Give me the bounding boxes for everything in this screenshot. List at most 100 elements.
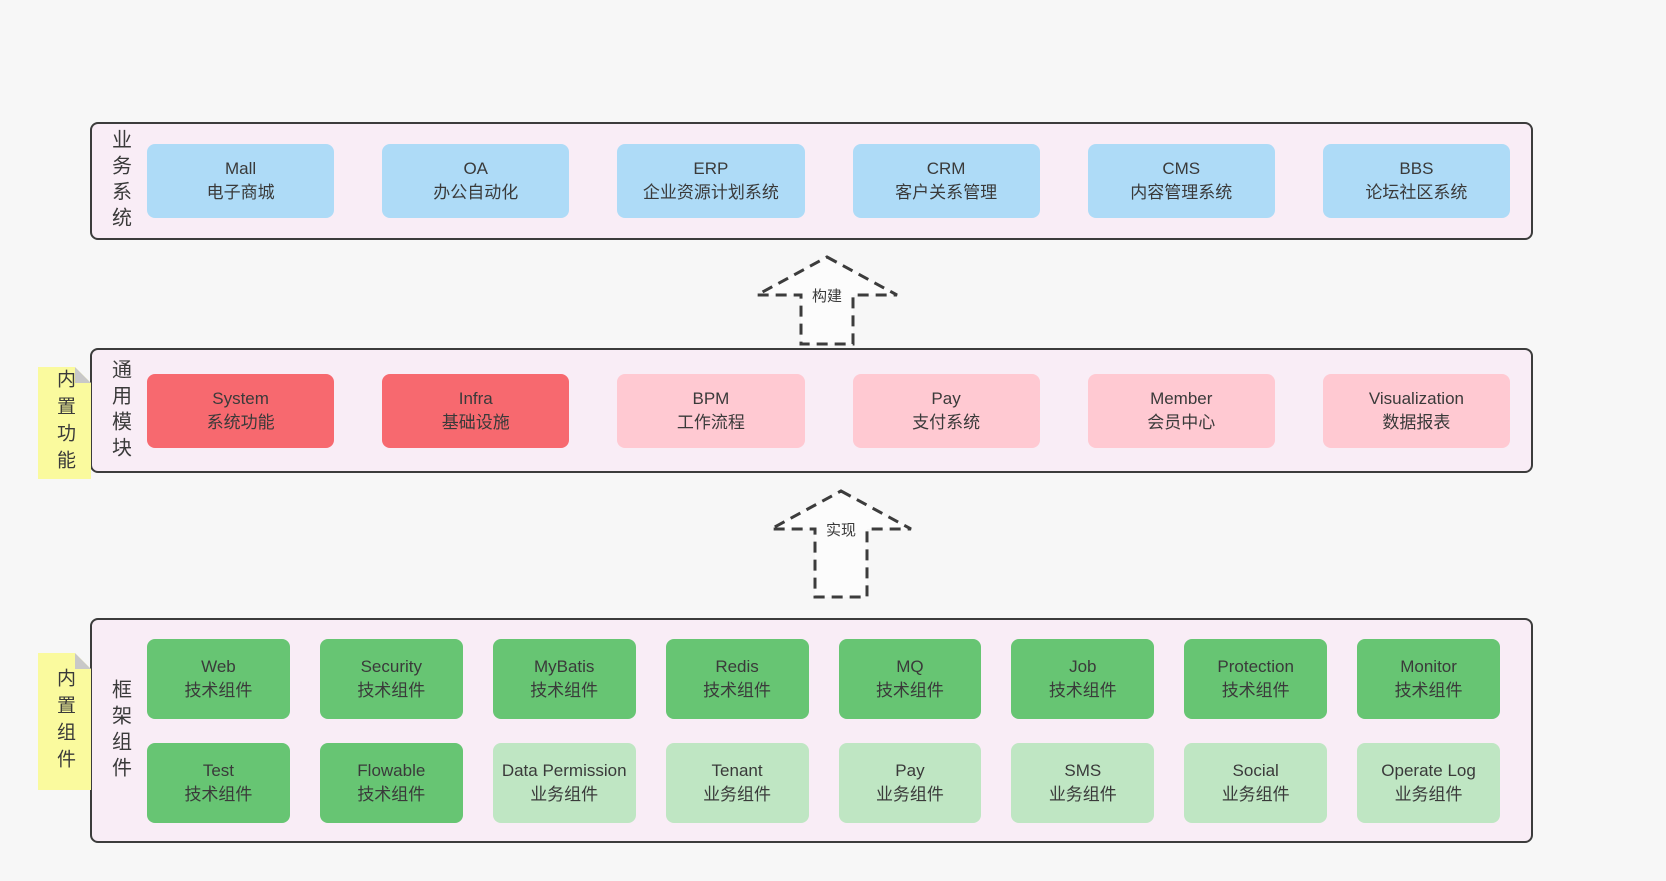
section-label-business-systems: 业务系统 — [108, 129, 131, 233]
box-oa: OA 办公自动化 — [382, 144, 570, 218]
box-flowable: Flowable 技术组件 — [319, 742, 463, 823]
box-operate-log: Operate Log 业务组件 — [1357, 742, 1500, 823]
box-subtitle: 支付系统 — [912, 412, 981, 432]
box-title: OA — [463, 159, 489, 178]
business-systems-label-wrap: 业务系统 — [92, 124, 147, 238]
implement-arrow-label: 实现 — [822, 521, 860, 541]
box-title: Job — [1069, 656, 1097, 676]
box-security: Security 技术组件 — [319, 638, 463, 719]
box-subtitle: 技术组件 — [184, 680, 253, 700]
framework-components-section: 框架组件 Web 技术组件 Security 技术组件 MyBatis 技术组件… — [90, 618, 1533, 843]
build-arrow: 构建 — [754, 254, 900, 347]
box-subtitle: 技术组件 — [1221, 680, 1290, 700]
box-subtitle: 技术组件 — [184, 784, 253, 804]
box-subtitle: 技术组件 — [357, 784, 426, 804]
box-crm: CRM 客户关系管理 — [852, 144, 1040, 218]
box-title: Test — [202, 760, 235, 780]
box-title: SMS — [1064, 760, 1102, 780]
box-title: Monitor — [1400, 656, 1457, 676]
box-title: BPM — [692, 388, 730, 408]
box-title: Redis — [715, 656, 759, 676]
box-erp: ERP 企业资源计划系统 — [617, 144, 805, 218]
box-tenant: Tenant 业务组件 — [665, 742, 809, 823]
box-subtitle: 数据报表 — [1382, 412, 1451, 432]
box-subtitle: 电子商城 — [206, 183, 275, 202]
common-modules-label-wrap: 通用模块 — [92, 350, 147, 471]
box-job: Job 技术组件 — [1011, 638, 1155, 719]
box-title: Data Permission — [501, 760, 627, 780]
common-modules-box-row: System 系统功能 Infra 基础设施 BPM 工作流程 Pay 支付系统… — [147, 373, 1531, 448]
box-monitor: Monitor 技术组件 — [1357, 638, 1500, 719]
box-title: BBS — [1399, 159, 1434, 178]
box-protection: Protection 技术组件 — [1184, 638, 1328, 719]
box-title: Flowable — [357, 760, 426, 780]
section-label-framework-components: 框架组件 — [108, 678, 131, 783]
box-mybatis: MyBatis 技术组件 — [492, 638, 636, 719]
box-title: Social — [1232, 760, 1279, 780]
box-subtitle: 技术组件 — [703, 680, 772, 700]
box-title: CMS — [1162, 159, 1201, 178]
box-infra: Infra 基础设施 — [382, 373, 570, 448]
box-subtitle: 会员中心 — [1147, 412, 1216, 432]
box-member: Member 会员中心 — [1087, 373, 1275, 448]
box-subtitle: 技术组件 — [1048, 680, 1117, 700]
business-systems-section: 业务系统 Mall 电子商城 OA 办公自动化 ERP 企业资源计划系统 CRM… — [90, 122, 1533, 240]
box-subtitle: 企业资源计划系统 — [642, 183, 779, 202]
box-mall: Mall 电子商城 — [147, 144, 335, 218]
implement-arrow-svg — [770, 489, 912, 599]
box-subtitle: 技术组件 — [357, 680, 426, 700]
box-title: CRM — [926, 159, 966, 178]
box-subtitle: 技术组件 — [875, 680, 944, 700]
box-subtitle: 技术组件 — [1394, 680, 1463, 700]
box-subtitle: 基础设施 — [441, 412, 510, 432]
box-redis: Redis 技术组件 — [665, 638, 809, 719]
box-subtitle: 客户关系管理 — [895, 183, 998, 202]
box-subtitle: 系统功能 — [206, 412, 275, 432]
framework-components-label-wrap: 框架组件 — [92, 620, 147, 841]
box-subtitle: 业务组件 — [530, 784, 599, 804]
note-built-in-components: 内置组件 — [38, 653, 91, 790]
note-fold-icon — [75, 653, 91, 669]
box-subtitle: 论坛社区系统 — [1365, 183, 1468, 202]
box-subtitle: 内容管理系统 — [1130, 183, 1233, 202]
section-label-common-modules: 通用模块 — [108, 358, 131, 463]
box-title: MQ — [896, 656, 924, 676]
box-test: Test 技术组件 — [147, 742, 290, 823]
box-title: Tenant — [711, 760, 763, 780]
note-fold-icon — [75, 367, 91, 383]
common-modules-section: 通用模块 System 系统功能 Infra 基础设施 BPM 工作流程 Pay… — [90, 348, 1533, 473]
box-title: Pay — [931, 388, 961, 408]
box-subtitle: 业务组件 — [1394, 784, 1463, 804]
note-built-in-features-label: 内置功能 — [54, 369, 75, 477]
box-sms: SMS 业务组件 — [1011, 742, 1155, 823]
implement-arrow: 实现 — [768, 488, 914, 600]
box-bpm: BPM 工作流程 — [617, 373, 805, 448]
box-title: Visualization — [1368, 388, 1464, 408]
box-title: Infra — [458, 388, 493, 408]
box-web: Web 技术组件 — [147, 638, 290, 719]
box-subtitle: 业务组件 — [1048, 784, 1117, 804]
box-social: Social 业务组件 — [1184, 742, 1328, 823]
box-cms: CMS 内容管理系统 — [1087, 144, 1275, 218]
arrow-up-shape — [770, 489, 912, 599]
box-subtitle: 业务组件 — [703, 784, 772, 804]
box-subtitle: 办公自动化 — [433, 183, 519, 202]
framework-components-box-grid: Web 技术组件 Security 技术组件 MyBatis 技术组件 Redi… — [147, 638, 1531, 823]
box-title: Operate Log — [1381, 760, 1476, 780]
box-title: MyBatis — [533, 656, 595, 676]
build-arrow-label: 构建 — [808, 287, 846, 307]
box-data-permission: Data Permission 业务组件 — [492, 742, 636, 823]
box-subtitle: 业务组件 — [875, 784, 944, 804]
box-subtitle: 技术组件 — [530, 680, 599, 700]
box-pay-system: Pay 支付系统 — [852, 373, 1040, 448]
box-title: Mall — [224, 159, 257, 178]
box-title: Member — [1150, 388, 1213, 408]
box-title: Protection — [1217, 656, 1294, 676]
box-bbs: BBS 论坛社区系统 — [1322, 144, 1510, 218]
box-subtitle: 业务组件 — [1221, 784, 1290, 804]
box-title: ERP — [693, 159, 729, 178]
box-system: System 系统功能 — [147, 373, 335, 448]
box-title: Pay — [895, 760, 925, 780]
business-systems-box-row: Mall 电子商城 OA 办公自动化 ERP 企业资源计划系统 CRM 客户关系… — [147, 144, 1531, 218]
box-pay-component: Pay 业务组件 — [838, 742, 982, 823]
